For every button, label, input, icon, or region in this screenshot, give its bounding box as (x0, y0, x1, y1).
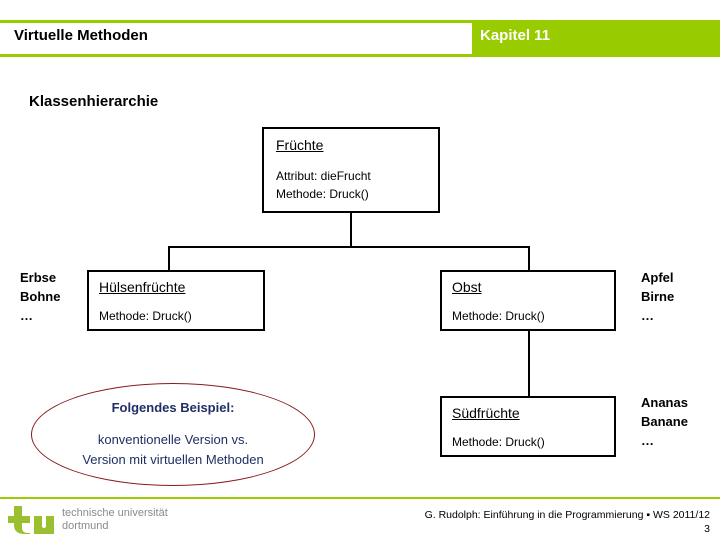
instance-list-item: Erbse (20, 270, 57, 285)
class-name-obst: Obst (452, 279, 482, 295)
header-title-plate (0, 23, 472, 54)
callout-body-line-1: konventionelle Version vs. (97, 432, 249, 447)
class-name-huelsenfruechte: Hülsenfrüchte (99, 279, 186, 295)
slide-heading: Klassenhierarchie (29, 93, 159, 110)
callout-body-line-2: Version mit virtuellen Methoden (82, 452, 264, 467)
callout-headline: Folgendes Beispiel: (111, 400, 235, 415)
chapter-label: Kapitel 11 (480, 27, 551, 44)
callout-body: konventionelle Version vs. Version mit v… (20, 430, 326, 470)
tu-logo-mark (8, 506, 54, 534)
instance-list-item: … (641, 308, 654, 323)
class-box-fruechte: Früchte Attribut: dieFrucht Methode: Dru… (262, 127, 440, 213)
tu-dortmund-logo: technische universität dortmund (8, 505, 198, 535)
class-box-suedfruechte: Südfrüchte Methode: Druck() (440, 396, 616, 457)
instance-list-item: Apfel (641, 270, 674, 285)
connector-to-huelsenfruechte (168, 246, 170, 271)
class-method-huelsenfruechte: Methode: Druck() (99, 309, 192, 323)
class-box-huelsenfruechte: Hülsenfrüchte Methode: Druck() (87, 270, 265, 331)
class-name-suedfruechte: Südfrüchte (452, 405, 520, 421)
class-method-obst: Methode: Druck() (452, 309, 545, 323)
instance-list-item: Birne (641, 289, 675, 304)
tu-logo-wordmark: technische universität dortmund (62, 507, 168, 533)
tu-logo-line-1: technische universität (62, 507, 168, 519)
instance-list-item: Banane (641, 414, 688, 429)
footer-rule (0, 497, 720, 499)
instance-list-item: Bohne (20, 289, 61, 304)
connector-obst-to-suedfruechte (528, 331, 530, 397)
class-method-fruechte: Methode: Druck() (276, 187, 369, 201)
footer-credit: G. Rudolph: Einführung in die Programmie… (424, 509, 710, 521)
instance-list-item: Ananas (641, 395, 688, 410)
connector-root-stem (350, 213, 352, 247)
class-box-obst: Obst Methode: Druck() (440, 270, 616, 331)
class-name-fruechte: Früchte (276, 137, 324, 153)
instance-list-item: … (20, 308, 33, 323)
tu-logo-line-2: dortmund (62, 520, 109, 532)
connector-to-obst (528, 246, 530, 271)
page-title: Virtuelle Methoden (14, 27, 148, 44)
class-method-suedfruechte: Methode: Druck() (452, 435, 545, 449)
callout-ellipse-outline (31, 383, 315, 486)
class-attribute-fruechte: Attribut: dieFrucht (276, 169, 371, 183)
footer-page-number: 3 (704, 523, 710, 535)
connector-horizontal-bus (168, 246, 530, 248)
instance-list-item: … (641, 433, 654, 448)
